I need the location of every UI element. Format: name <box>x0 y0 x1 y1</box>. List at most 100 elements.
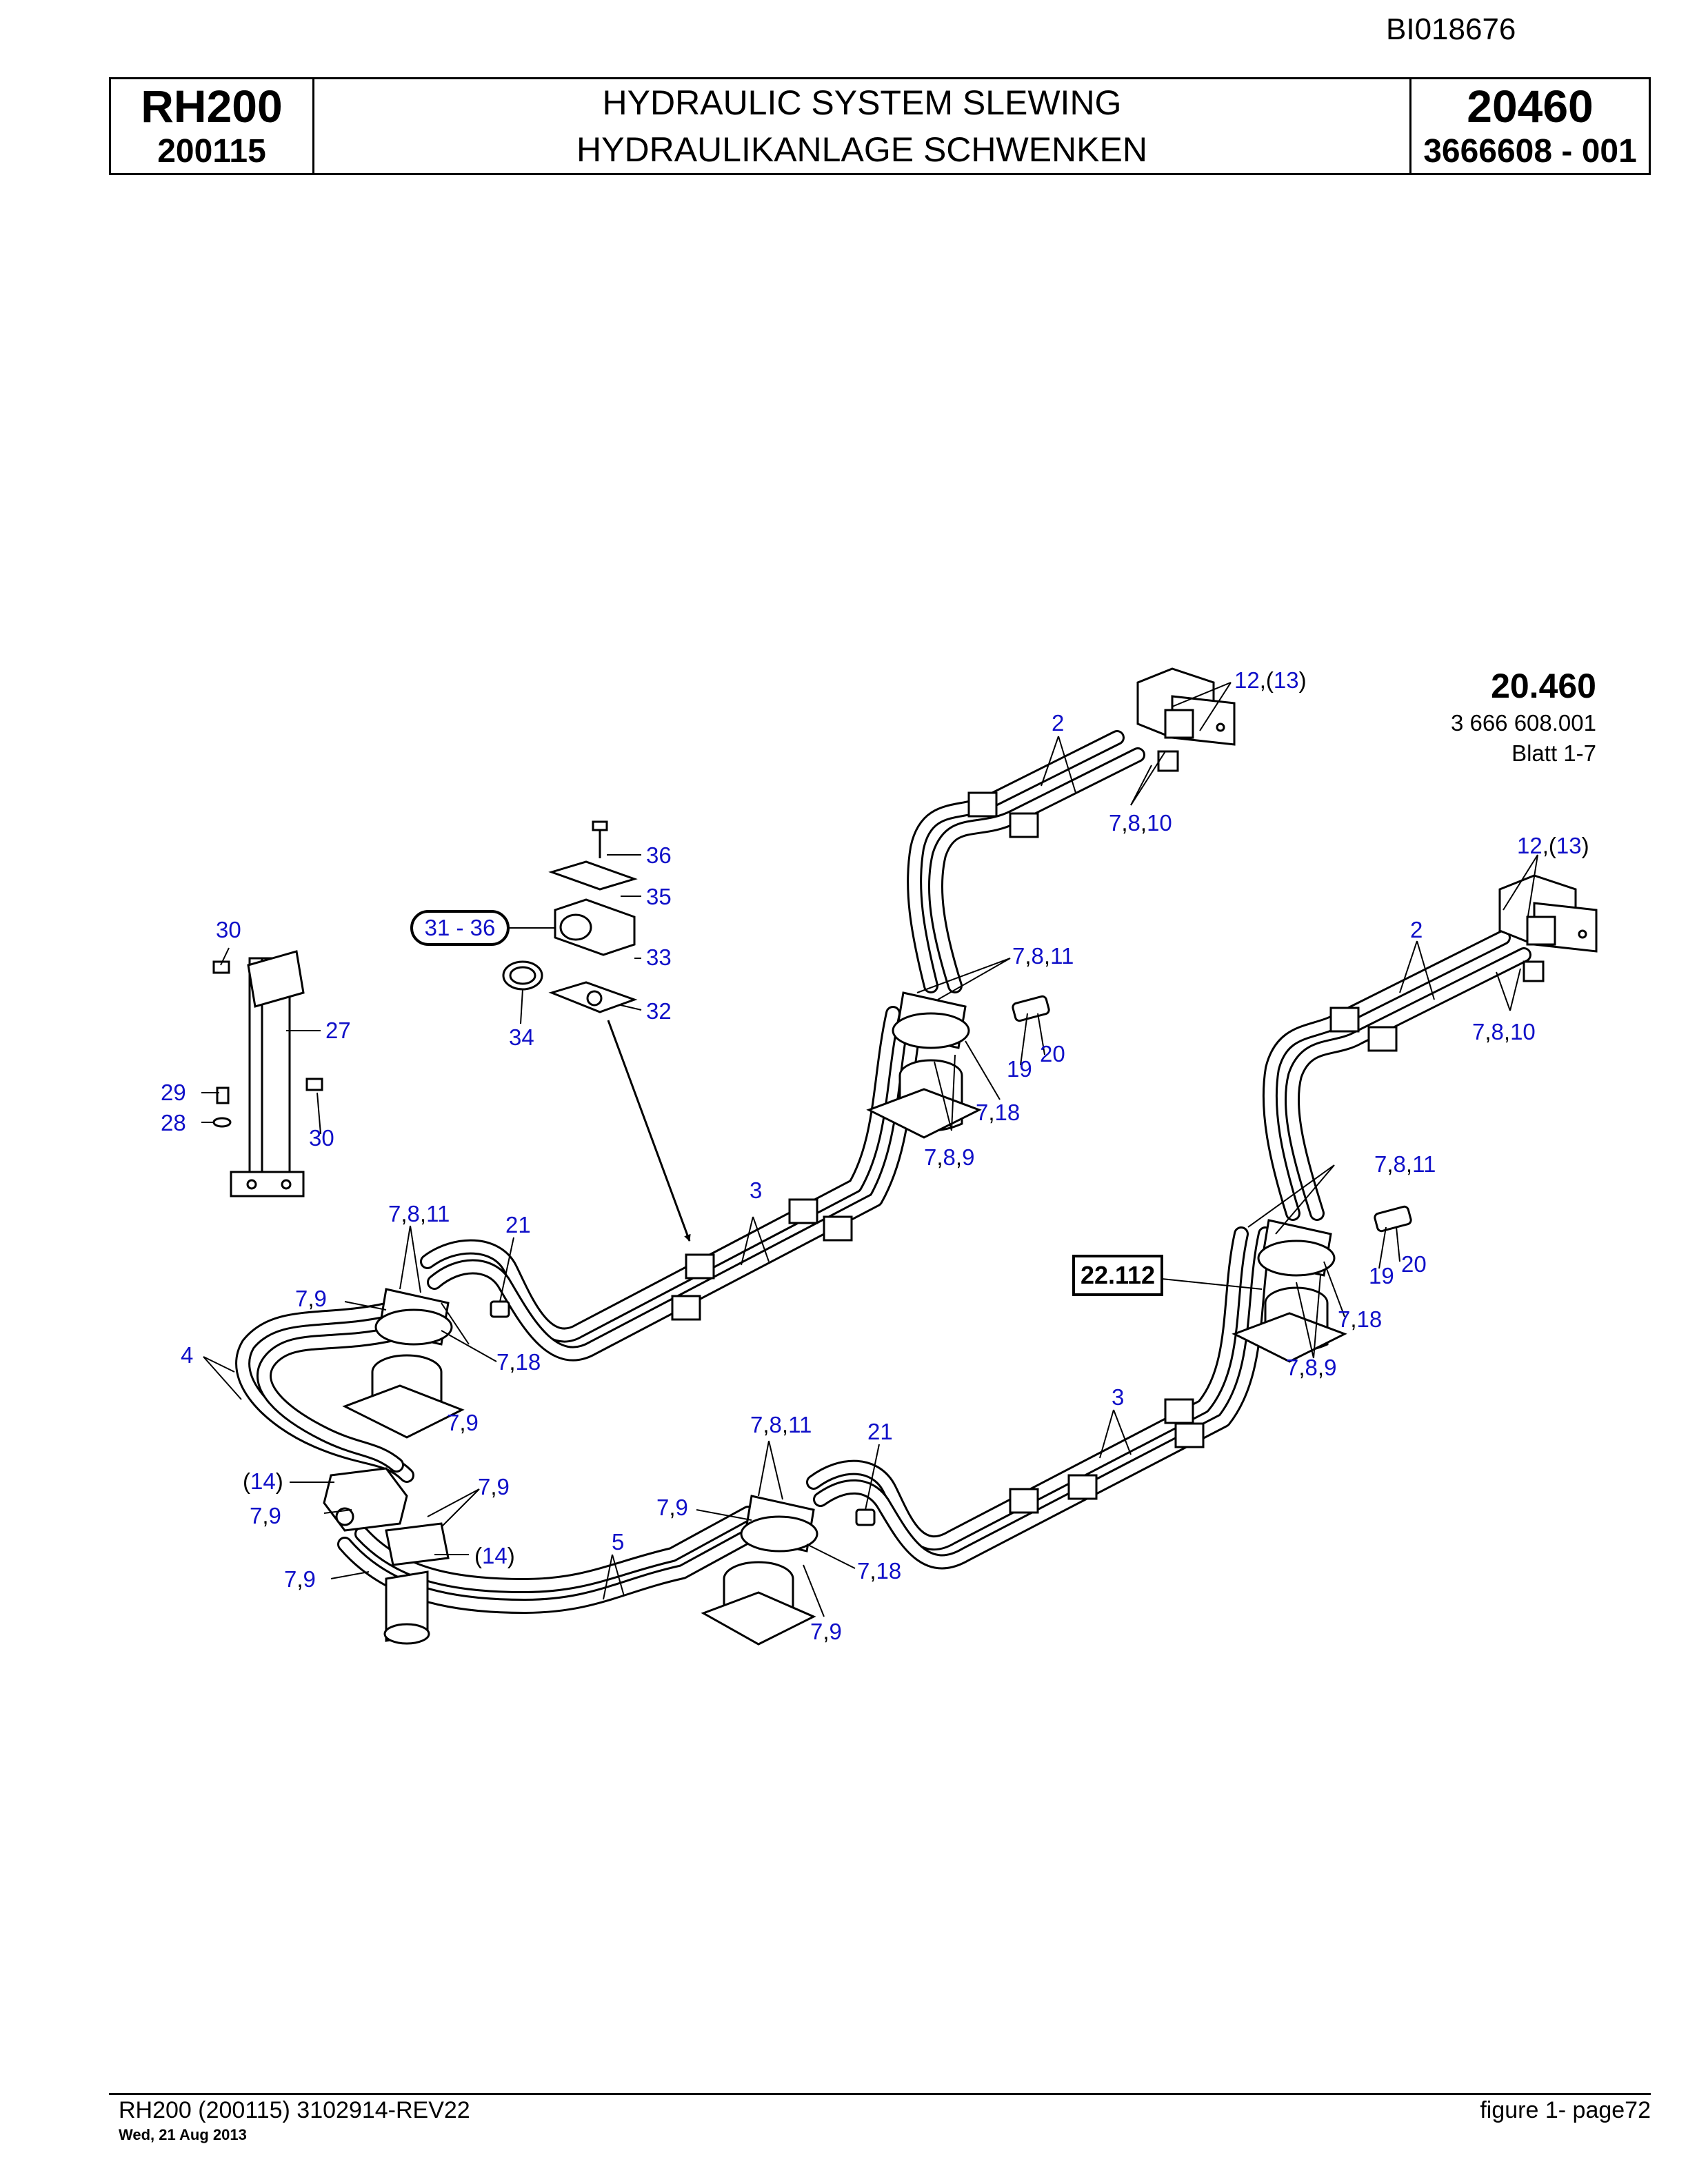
cover-plate-35 <box>548 860 638 891</box>
support-post-detail <box>212 950 323 1197</box>
document-id: BI018676 <box>1386 12 1516 46</box>
washer-28 <box>212 1117 232 1128</box>
callout-7-8-9-upper: 7,8,9 <box>924 1144 974 1170</box>
bolt-30 <box>305 1078 323 1091</box>
clamp-block <box>1174 1422 1205 1448</box>
hose-4-loop <box>235 1302 414 1483</box>
callout-20-right: 20 <box>1401 1251 1427 1277</box>
callout-7-9-left-c: 7,9 <box>250 1503 281 1528</box>
callout-20-upper: 20 <box>1040 1041 1065 1066</box>
title-block: RH200 200115 HYDRAULIC SYSTEM SLEWING HY… <box>109 77 1651 175</box>
valve-block-upper <box>1136 667 1236 772</box>
callout-7-9-left-b: 7,9 <box>447 1410 479 1435</box>
callout-7-8-11-right: 7,8,11 <box>1374 1151 1436 1177</box>
callout-34: 34 <box>509 1024 534 1050</box>
title-cell: HYDRAULIC SYSTEM SLEWING HYDRAULIKANLAGE… <box>314 79 1409 173</box>
callout-21-lower: 21 <box>867 1419 893 1444</box>
callout-7-9-left-d: 7,9 <box>284 1566 316 1592</box>
model-cell: RH200 200115 <box>111 79 314 173</box>
callout-7-9-mid: 7,9 <box>478 1474 510 1499</box>
detail-group-text: 31 - 36 <box>425 915 496 940</box>
group-number: 20460 <box>1467 81 1594 132</box>
callout-7-9-lower-b: 7,9 <box>810 1619 842 1644</box>
clamp-block <box>685 1253 715 1280</box>
swing-motor-left <box>342 1288 465 1439</box>
clamp-block <box>967 791 998 818</box>
callout-3-lower: 3 <box>1112 1384 1124 1410</box>
footer-document-reference: RH200 (200115) 3102914-REV22 <box>119 2097 470 2123</box>
clamp-detail <box>502 820 691 1242</box>
clamp-block <box>1164 1398 1194 1424</box>
clamp-block <box>788 1198 818 1224</box>
callout-30-b: 30 <box>309 1125 334 1151</box>
clamp-block <box>1367 1026 1398 1052</box>
footer-page: figure 1- page72 <box>1480 2097 1651 2123</box>
callout-7-8-10-upper: 7,8,10 <box>1109 810 1172 836</box>
title-german: HYDRAULIKANLAGE SCHWENKEN <box>576 130 1147 169</box>
base-plate <box>230 1171 305 1197</box>
distributor-block-left <box>323 1467 450 1645</box>
sub-assembly-ref: 22.112 <box>1072 1255 1163 1296</box>
callout-28: 28 <box>161 1110 186 1135</box>
pipe-clamps <box>671 791 1398 1514</box>
drawing-ref-sheet: Blatt 1-7 <box>1511 740 1596 766</box>
hose-lines <box>235 730 1531 1614</box>
callout-29: 29 <box>161 1080 186 1105</box>
clamp-block <box>1009 1488 1039 1514</box>
callout-2-upper: 2 <box>1052 710 1064 736</box>
callout-32: 32 <box>646 998 672 1024</box>
callout-2-right: 2 <box>1410 917 1423 942</box>
callout-7-18-left: 7,18 <box>496 1349 541 1375</box>
clamp-block <box>1067 1474 1098 1500</box>
callout-7-8-10-right: 7,8,10 <box>1472 1019 1536 1044</box>
callout-12-13-upper: 12,(13) <box>1234 667 1307 693</box>
drawing-ref-number: 20.460 <box>1491 667 1596 705</box>
clamp-block <box>823 1215 853 1242</box>
callout-7-8-11-lower: 7,8,11 <box>750 1412 812 1437</box>
callout-27: 27 <box>325 1018 351 1043</box>
callout-36: 36 <box>646 842 672 868</box>
hose-3-lower <box>806 1226 1273 1570</box>
callout-12-13-right: 12,(13) <box>1517 833 1589 858</box>
footer-date: Wed, 21 Aug 2013 <box>119 2126 247 2143</box>
bolt-29 <box>216 1086 230 1104</box>
swing-motor-upper <box>866 991 982 1139</box>
valve-block-right <box>1498 874 1598 982</box>
sub-assembly-ref-text: 22.112 <box>1081 1261 1155 1289</box>
drawing-ref-part: 3 666 608.001 <box>1451 710 1596 736</box>
callout-7-18-lower: 7,18 <box>857 1558 901 1584</box>
callout-5: 5 <box>612 1529 624 1555</box>
callout-35: 35 <box>646 884 672 909</box>
callout-7-8-11-upper: 7,8,11 <box>1012 943 1074 969</box>
clamp-half-33 <box>554 898 636 956</box>
bolt-30 <box>212 960 230 974</box>
model-number: RH200 <box>141 81 283 132</box>
callout-7-8-11-left: 7,8,11 <box>388 1201 450 1226</box>
serial-number: 200115 <box>157 133 266 170</box>
group-cell: 20460 3666608 - 001 <box>1409 79 1649 173</box>
swing-motor-lower <box>701 1495 818 1646</box>
callout-4: 4 <box>181 1342 193 1368</box>
install-arrow <box>607 1020 691 1242</box>
footer-rule <box>109 2093 1651 2095</box>
callout-14-b: (14) <box>474 1543 515 1568</box>
hose-2-right <box>1262 930 1531 1221</box>
callout-7-9-left-a: 7,9 <box>295 1286 327 1311</box>
fittings <box>490 995 1412 1526</box>
part-number: 3666608 - 001 <box>1423 133 1637 170</box>
callout-7-8-9-right: 7,8,9 <box>1286 1355 1336 1380</box>
callout-19-right: 19 <box>1369 1263 1394 1288</box>
callout-19-upper: 19 <box>1007 1056 1032 1082</box>
callout-labels: 12,(13) 2 7,8,10 12,(13) 2 7,8,10 7,8,11… <box>161 667 1589 1644</box>
clamp-block <box>671 1295 701 1321</box>
swing-motor-right <box>1232 1219 1347 1363</box>
clamp-block <box>1329 1007 1360 1033</box>
callout-7-18-upper: 7,18 <box>976 1100 1020 1125</box>
callout-3-middle: 3 <box>750 1177 762 1203</box>
callout-30-a: 30 <box>216 917 241 942</box>
detail-group-label: 31 - 36 <box>410 910 510 946</box>
clamp-block <box>1009 812 1039 838</box>
callout-7-18-right: 7,18 <box>1338 1306 1382 1332</box>
callout-33: 33 <box>646 944 672 970</box>
